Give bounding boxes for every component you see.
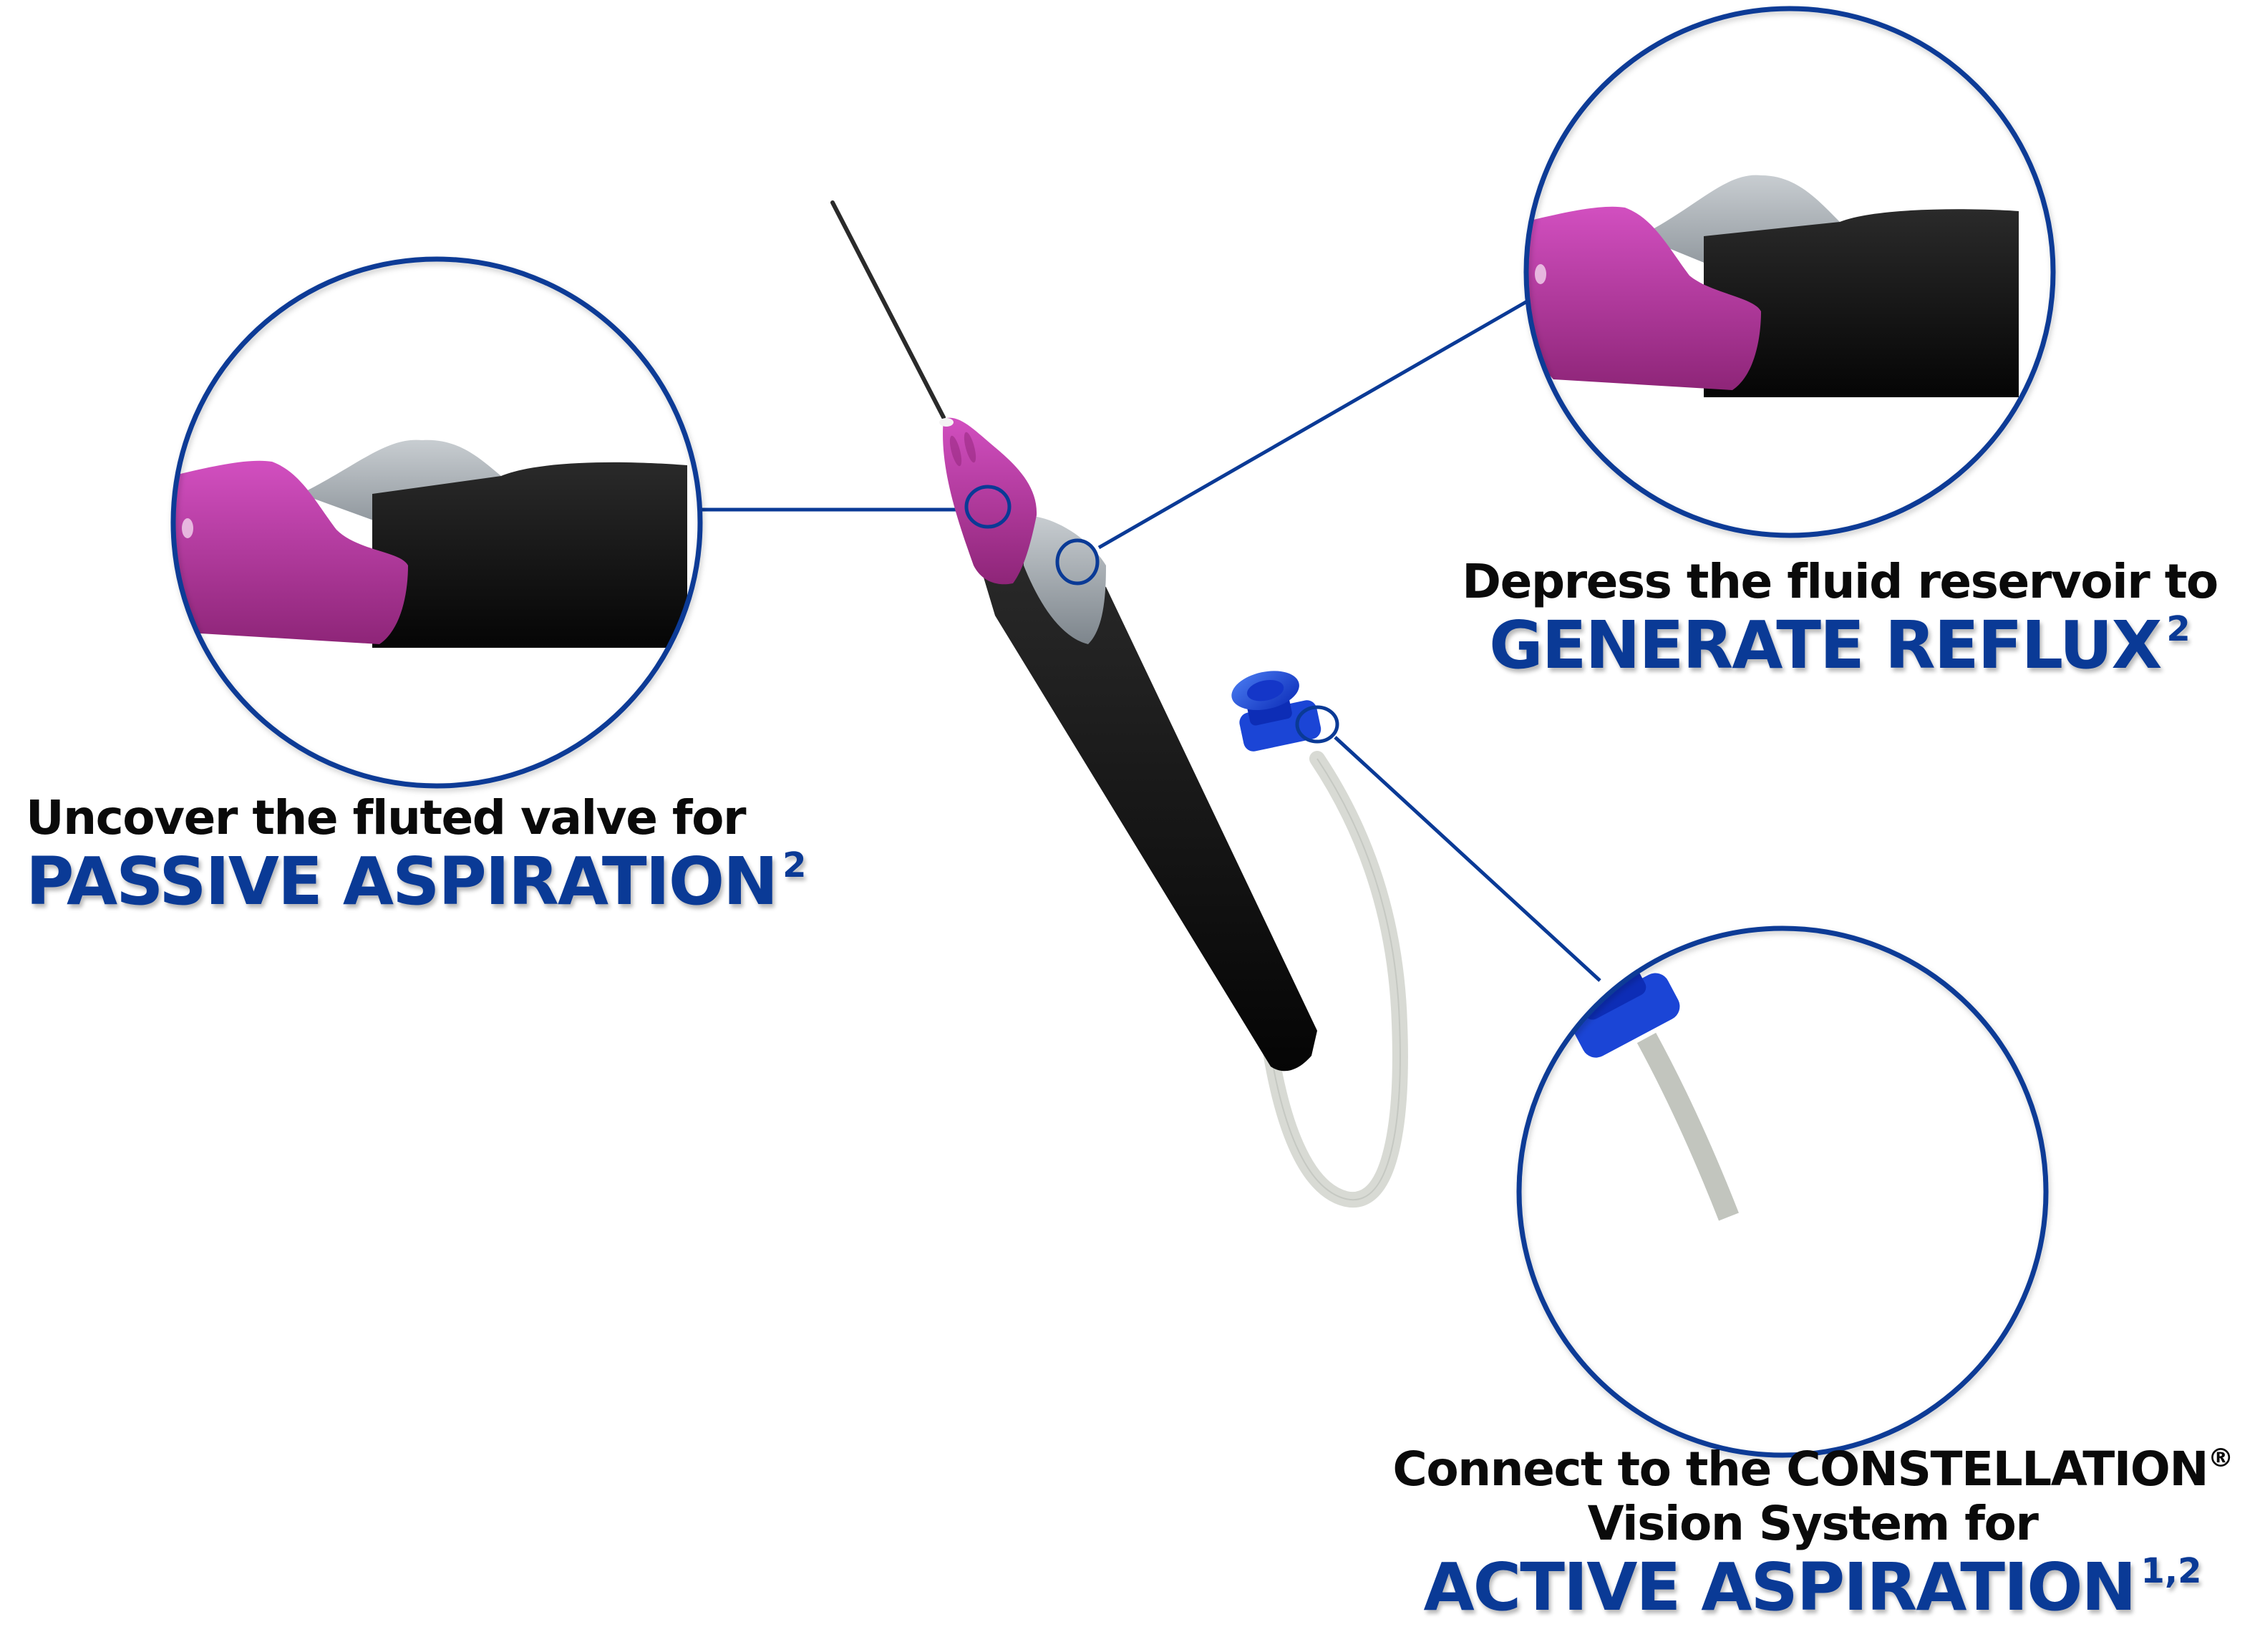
active-lead-line1-text: Connect to the CONSTELLATION: [1392, 1442, 2208, 1497]
active-headline-text: ACTIVE ASPIRATION: [1423, 1548, 2136, 1626]
handle-body: [372, 462, 687, 648]
registered-mark: ®: [2208, 1444, 2234, 1473]
caption-active-aspiration: Connect to the CONSTELLATION® Vision Sys…: [1360, 1442, 2265, 1623]
detail-circle-passive: [170, 256, 703, 789]
caption-active-lead-2: Vision System for: [1587, 1495, 2039, 1551]
needle: [830, 200, 946, 419]
footnote-marker: 2: [782, 845, 807, 885]
passive-headline-text: PASSIVE ASPIRATION: [26, 842, 778, 920]
locator-connector: [1295, 705, 1339, 744]
device: [830, 200, 1408, 1208]
caption-passive-lead: Uncover the fluted valve for: [26, 790, 747, 845]
pink-hub: [943, 417, 1037, 585]
black-handle: [974, 544, 1317, 1072]
detail-circle-reflux: [1523, 6, 2056, 538]
leader-line-active: [1334, 736, 1601, 982]
locator-circles: [964, 485, 1339, 744]
caption-active-lead-1: Connect to the CONSTELLATION®: [1360, 1442, 2265, 1497]
connector-closeup: [1546, 931, 1680, 1058]
locator-fluid-reservoir: [1055, 538, 1100, 586]
pink-tip: [175, 460, 408, 644]
leader-lines: [702, 298, 1601, 982]
leader-line-reflux: [1097, 298, 1530, 550]
caption-generate-reflux: Depress the fluid reservoir to GENERATE …: [1421, 555, 2259, 681]
locator-fluted-valve: [964, 485, 1012, 529]
detail-circle-active: [1516, 925, 2049, 1458]
footnote-marker: 2: [2166, 608, 2191, 649]
footnote-marker: 1,2: [2140, 1550, 2202, 1591]
reflux-headline-text: GENERATE REFLUX: [1489, 606, 2162, 684]
caption-reflux-lead: Depress the fluid reservoir to: [1462, 554, 2218, 609]
caption-passive-aspiration: Uncover the fluted valve for PASSIVE ASP…: [26, 791, 807, 918]
